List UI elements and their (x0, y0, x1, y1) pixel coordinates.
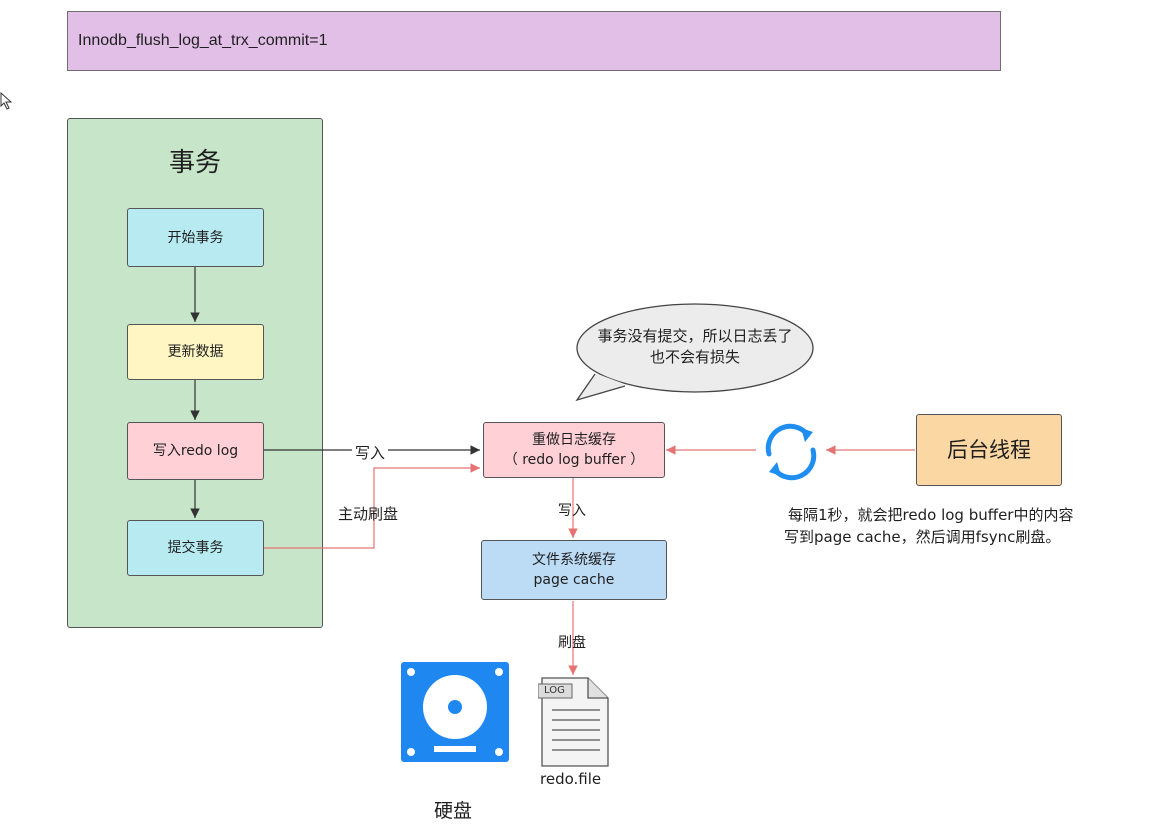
redo-buffer-title: 重做日志缓存 (532, 432, 616, 448)
redo-log-buffer: 重做日志缓存 （ redo log buffer ） (483, 422, 665, 478)
redo-buffer-subtitle: （ redo log buffer ） (503, 452, 645, 468)
step-commit-transaction: 提交事务 (127, 520, 264, 576)
step-commit-label: 提交事务 (167, 540, 224, 556)
step-start-label: 开始事务 (167, 229, 224, 246)
step-start-transaction: 开始事务 (127, 208, 264, 267)
transaction-title: 事务 (168, 148, 221, 178)
edge-label-flush: 刷盘 (558, 635, 586, 651)
note-line1: 每隔1秒，就会把redo log buffer中的内容 (788, 506, 1074, 524)
disk-label: 硬盘 (434, 800, 473, 822)
mouse-cursor-icon (0, 92, 13, 110)
speech-bubble-line2: 也不会有损失 (649, 348, 740, 366)
step-write-redo-log: 写入redo log (127, 422, 264, 480)
background-thread: 后台线程 (916, 414, 1062, 486)
log-file-tag: LOG (544, 685, 565, 696)
page-cache-subtitle: page cache (533, 572, 615, 588)
page-cache-title: 文件系统缓存 (532, 552, 616, 568)
edge-label-write-buffer: 写入 (352, 442, 389, 463)
hard-disk-icon (401, 662, 509, 762)
background-thread-label: 后台线程 (947, 438, 1031, 462)
log-file-icon (538, 677, 609, 767)
edge-commit-active-flush (263, 463, 480, 549)
speech-bubble-text: 事务没有提交，所以日志丢了 也不会有损失 (575, 326, 815, 368)
speech-bubble-shape (575, 303, 814, 402)
edge-label-active-flush: 主动刷盘 (338, 505, 399, 523)
speech-bubble-line1: 事务没有提交，所以日志丢了 (597, 327, 793, 345)
page-cache: 文件系统缓存 page cache (481, 540, 667, 600)
edge-label-write-cache: 写入 (558, 503, 586, 519)
redo-file-label: redo.file (540, 770, 602, 788)
banner-text: Innodb_flush_log_at_trx_commit=1 (78, 32, 328, 49)
step-update-label: 更新数据 (167, 344, 224, 360)
sync-icon (765, 423, 817, 481)
note-line2: 写到page cache，然后调用fsync刷盘。 (784, 528, 1061, 546)
background-note: 每隔1秒，就会把redo log buffer中的内容 写到page cache… (770, 504, 1140, 548)
step-write-label: 写入redo log (152, 443, 239, 459)
config-banner: Innodb_flush_log_at_trx_commit=1 (67, 11, 1001, 71)
step-update-data: 更新数据 (127, 324, 264, 380)
